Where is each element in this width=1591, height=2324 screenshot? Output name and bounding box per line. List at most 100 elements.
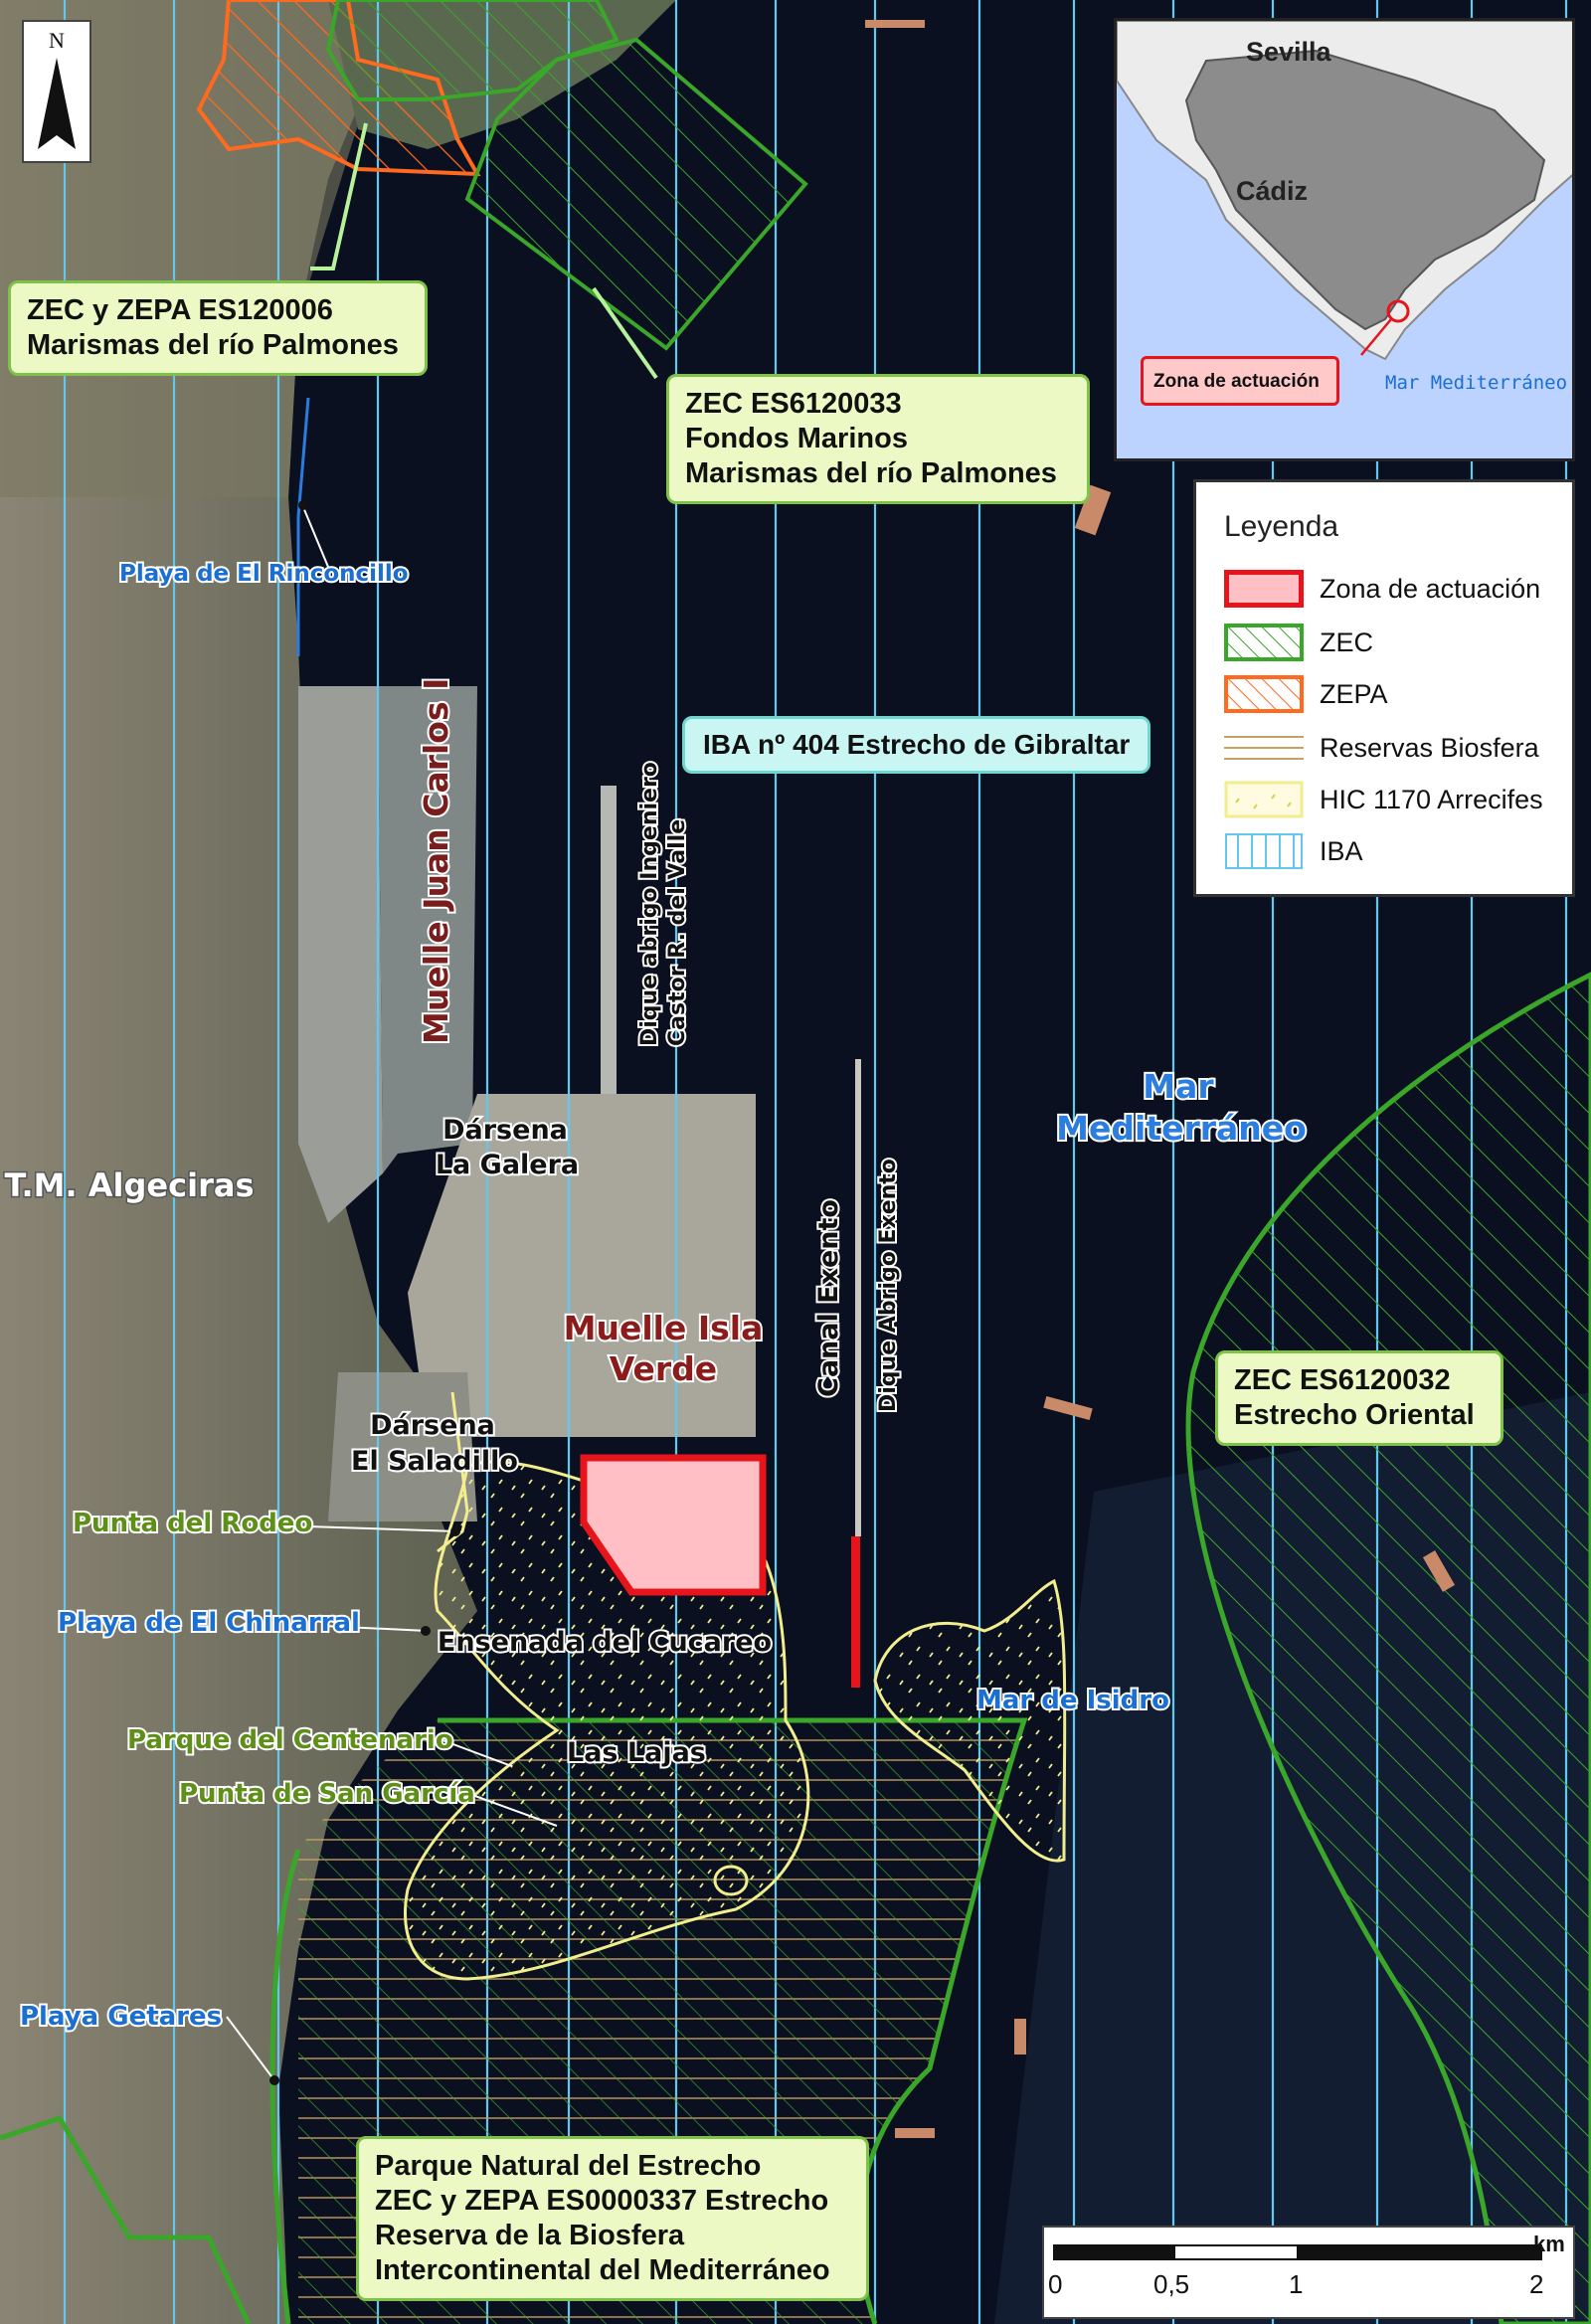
zec-coast-boundary: [269, 1849, 301, 2324]
port-juan-carlos: [298, 686, 383, 1223]
pointer-getares: [226, 2016, 275, 2081]
label-parque-centenario: Parque del Centenario: [127, 1725, 453, 1755]
legend-item-zec: ZEC: [1224, 620, 1562, 663]
inset-zona-box: Zona de actuación: [1141, 356, 1339, 406]
inset-map: Sevilla Cádiz Mar Mediterráneo Zona de a…: [1114, 18, 1575, 461]
label-muelle-juan-carlos: Muelle Juan Carlos I: [417, 678, 455, 1044]
label-darsena-galera-1: Dársena: [442, 1115, 568, 1146]
label-mar-mediterraneo-2: Mediterráneo: [1056, 1109, 1307, 1148]
label-dique-abrigo-2: Castor R. del Valle: [665, 819, 690, 1046]
inset-map-svg: Sevilla Cádiz Mar Mediterráneo: [1117, 21, 1572, 458]
inset-label-zona: Zona de actuación: [1153, 371, 1320, 392]
legend-swatch-zec: [1224, 624, 1304, 661]
scale-tick-1: 1: [1289, 2269, 1304, 2299]
box-palmones: ZEC y ZEPA ES120006 Marismas del río Pal…: [8, 280, 428, 376]
legend-label-zec: ZEC: [1320, 627, 1373, 657]
legend-label-biosfera: Reservas Biosfera: [1320, 733, 1539, 763]
inset-label-sevilla: Sevilla: [1246, 37, 1332, 67]
legend-swatch-zona: [1224, 570, 1304, 608]
coast-line-north: [296, 397, 310, 656]
hic-coast-line: [437, 1391, 469, 1553]
pointer-san-garcia: [471, 1794, 558, 1827]
inset-cadiz-province: [1184, 49, 1546, 331]
legend-label-hic: HIC 1170 Arrecifes: [1320, 785, 1543, 814]
legend: Leyenda Zona de actuación ZEC ZEPA Reser…: [1193, 479, 1575, 897]
legend-item-biosfera: Reservas Biosfera: [1224, 725, 1562, 769]
legend-label-zona: Zona de actuación: [1320, 574, 1541, 604]
label-darsena-saladillo-1: Dársena: [370, 1410, 495, 1441]
box-fondos-line2: Fondos Marinos: [685, 423, 908, 454]
label-ensenada-cucareo: Ensenada del Cucareo: [438, 1627, 772, 1658]
box-estrecho-oriental: ZEC ES6120032 Estrecho Oriental: [1215, 1350, 1503, 1446]
label-tm-algeciras: T.M. Algeciras: [5, 1166, 255, 1204]
box-fondos-line3: Marismas del río Palmones: [685, 457, 1057, 489]
scale-tick-2: 2: [1529, 2269, 1544, 2299]
box-estrecho-oriental-line1: ZEC ES6120032: [1234, 1364, 1451, 1396]
label-muelle-isla-verde-1: Muelle Isla: [564, 1309, 764, 1347]
box-palmones-line1: ZEC y ZEPA ES120006: [27, 294, 333, 326]
zec-estrecho-oriental-area: [1185, 972, 1591, 2324]
pointer-chinarral: [322, 1625, 429, 1632]
north-label: N: [49, 28, 65, 53]
pointer-fondos: [592, 286, 658, 380]
breakwater-dique-abrigo: [601, 786, 617, 1124]
box-fondos-line1: ZEC ES6120033: [685, 388, 902, 420]
box-palmones-line2: Marismas del río Palmones: [27, 329, 399, 361]
label-mar-mediterraneo-1: Mar: [1143, 1067, 1214, 1106]
port-isla-verde: [408, 1094, 756, 1437]
north-arrow: N: [22, 20, 91, 163]
box-fondos-marinos: ZEC ES6120033 Fondos Marinos Marismas de…: [666, 374, 1090, 504]
north-arrow-icon: [38, 58, 76, 149]
label-darsena-saladillo-2: El Saladillo: [351, 1446, 518, 1477]
box-parque-line4: Intercontinental del Mediterráneo: [375, 2254, 830, 2286]
label-playa-chinarral: Playa de El Chinarral: [58, 1608, 360, 1638]
point-centenario: [512, 1763, 522, 1773]
box-iba: IBA nº 404 Estrecho de Gibraltar: [682, 716, 1151, 774]
inset-zona-pointer: [1360, 318, 1392, 356]
zec-west-boundary: [0, 2114, 252, 2324]
scale-bar-graphic: [1053, 2244, 1542, 2260]
scale-bar: 0 0,5 1 2 km: [1042, 2226, 1575, 2319]
legend-title: Leyenda: [1224, 510, 1339, 543]
scale-tick-0: 0: [1048, 2269, 1063, 2299]
label-muelle-isla-verde-2: Verde: [610, 1349, 717, 1388]
pointer-palmones: [310, 122, 368, 270]
legend-swatch-biosfera: [1224, 736, 1304, 760]
inset-label-cadiz: Cádiz: [1236, 176, 1308, 206]
pointer-rinconcillo: [302, 506, 339, 578]
box-parque-line3: Reserva de la Biosfera: [375, 2220, 685, 2251]
zec-palmones-area: [325, 0, 619, 101]
pointer-centenario: [442, 1739, 518, 1769]
legend-item-zona: Zona de actuación: [1224, 566, 1562, 610]
label-las-lajas: Las Lajas: [567, 1737, 706, 1768]
legend-swatch-hic: [1224, 781, 1304, 818]
inset-label-mar: Mar Mediterráneo: [1385, 372, 1567, 394]
legend-item-iba: IBA: [1224, 828, 1562, 872]
legend-label-zepa: ZEPA: [1320, 679, 1388, 709]
land-algeciras: [0, 0, 477, 2324]
box-iba-text: IBA nº 404 Estrecho de Gibraltar: [703, 729, 1131, 760]
label-punta-san-garcia: Punta de San García: [179, 1779, 475, 1809]
pointer-rodeo: [307, 1525, 458, 1532]
point-rodeo: [450, 1526, 460, 1536]
label-dique-abrigo-exento: Dique Abrigo Exento: [876, 1159, 901, 1412]
legend-swatch-zepa: [1224, 675, 1304, 713]
box-parque-line1: Parque Natural del Estrecho: [375, 2150, 762, 2182]
label-dique-abrigo-1: Dique abrigo Ingeniero: [637, 762, 662, 1046]
box-estrecho-oriental-line2: Estrecho Oriental: [1234, 1399, 1475, 1431]
label-punta-rodeo: Punta del Rodeo: [73, 1509, 312, 1538]
label-mar-isidro: Mar de Isidro: [976, 1686, 1169, 1715]
label-playa-rinconcillo: Playa de El Rinconcillo: [119, 561, 409, 587]
legend-item-zepa: ZEPA: [1224, 671, 1562, 715]
ships: [865, 20, 1456, 2138]
label-darsena-galera-2: La Galera: [436, 1150, 579, 1180]
hic-islet: [713, 1865, 749, 1896]
legend-swatch-iba: [1225, 833, 1303, 869]
label-canal-exento: Canal Exento: [813, 1199, 844, 1397]
point-chinarral: [421, 1626, 431, 1636]
zona-actuacion: [580, 1454, 767, 1596]
hic-arrecifes-east: [873, 1578, 1067, 1863]
legend-item-hic: HIC 1170 Arrecifes: [1224, 777, 1562, 820]
label-playa-getares: Playa Getares: [20, 2002, 222, 2032]
scale-unit: km: [1533, 2232, 1565, 2256]
